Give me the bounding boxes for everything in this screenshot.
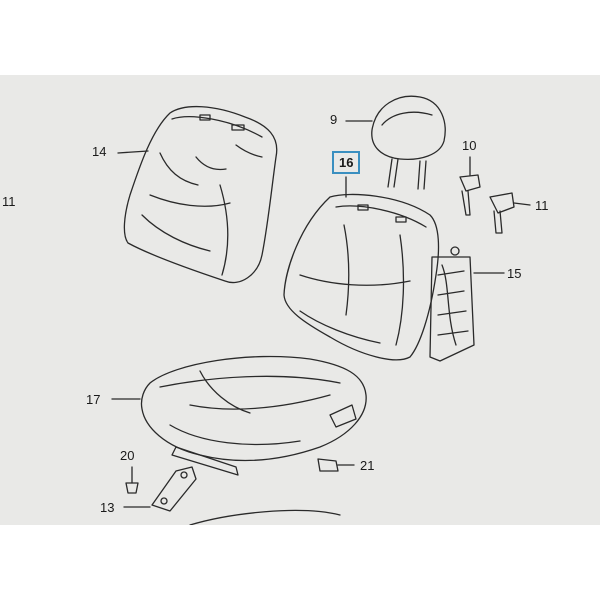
screw[interactable] (125, 466, 139, 494)
callout-10: 10 (462, 138, 477, 153)
callout-16[interactable]: 16 (332, 151, 361, 174)
bolt-21[interactable] (317, 458, 355, 472)
seat-cushion[interactable] (140, 355, 367, 476)
callout-11-right: 11 (535, 198, 549, 213)
seat-back-cover[interactable] (123, 105, 278, 284)
callout-14: 14 (92, 144, 107, 159)
bracket[interactable] (151, 466, 197, 512)
callout-11-left: 11 (2, 194, 16, 209)
seat-back-pad[interactable] (283, 193, 440, 361)
callout-15: 15 (507, 266, 522, 281)
bolt[interactable] (489, 192, 531, 234)
leader-14 (117, 150, 149, 154)
callout-13: 13 (100, 500, 115, 515)
callout-21: 21 (360, 458, 375, 473)
callout-20: 20 (120, 448, 135, 463)
callout-17: 17 (86, 392, 101, 407)
seat-back-frame[interactable] (429, 246, 475, 362)
parts-diagram (111, 95, 531, 525)
headrest[interactable] (371, 95, 446, 190)
headrest-guide[interactable] (459, 156, 481, 216)
parts-diagram-sheet: 11 14 9 16 10 11 15 17 20 21 13 (0, 75, 600, 525)
callout-9: 9 (330, 112, 338, 127)
partial-bottom-part (189, 509, 341, 525)
